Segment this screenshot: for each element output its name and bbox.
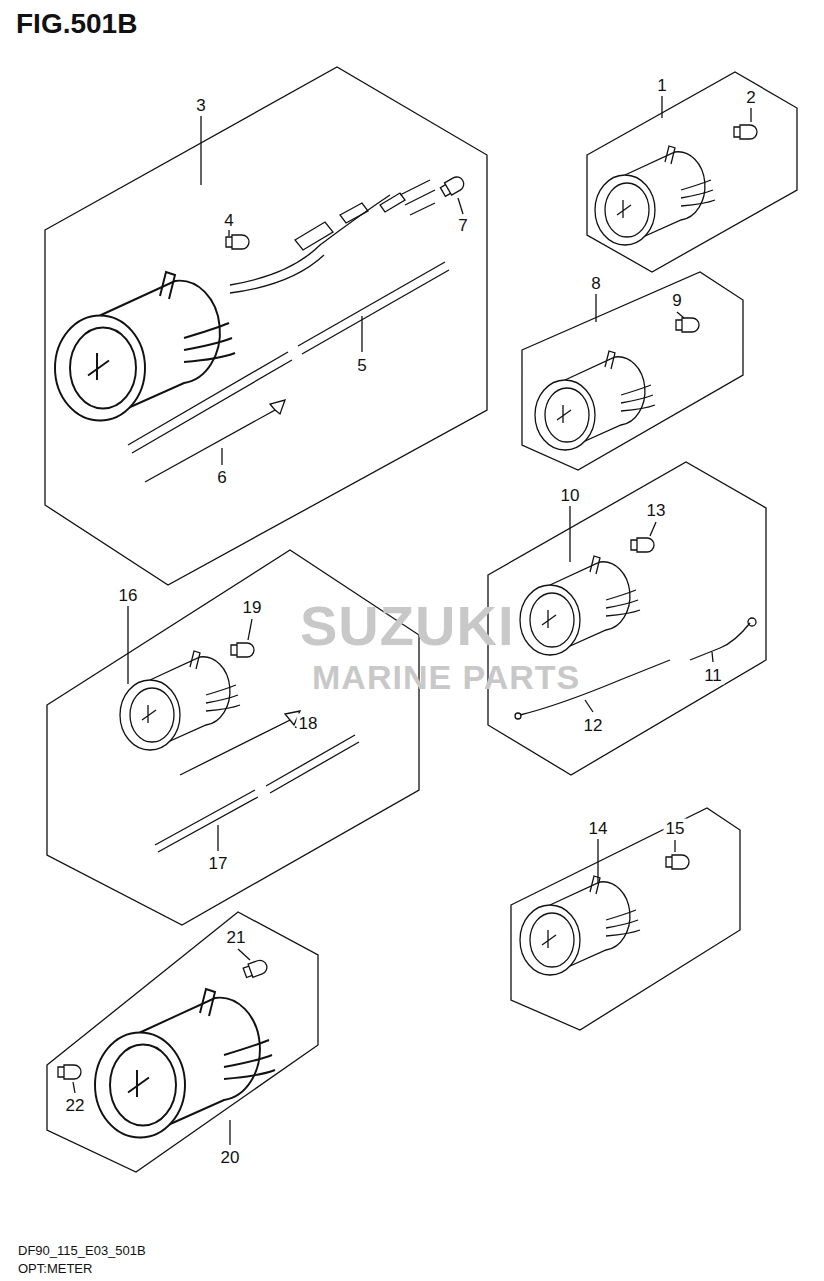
callout-number: 4 [222,211,235,230]
callout-number: 19 [241,598,264,617]
callout-number: 12 [582,716,605,735]
figure-caption: OPT:METER [18,1262,92,1275]
callout-number: 3 [194,96,207,115]
callout-number: 22 [64,1096,87,1115]
callout-number: 6 [215,468,228,487]
callout-number: 1 [655,76,668,95]
callout-number: 16 [117,586,140,605]
callout-number: 9 [670,291,683,310]
callout-number: 2 [744,88,757,107]
callout-number: 10 [559,486,582,505]
callout-number: 17 [207,854,230,873]
callout-number: 13 [645,501,668,520]
figure-title: FIG.501B [16,10,137,38]
callout-number: 11 [702,666,724,685]
callout-number: 8 [589,274,602,293]
callout-number: 15 [664,819,687,838]
drawing-code: DF90_115_E03_501B [18,1244,146,1257]
callout-number: 14 [587,819,610,838]
callout-number: 5 [355,356,368,375]
callout-number: 20 [219,1148,242,1167]
watermark: SUZUKI [300,598,514,654]
callout-number: 7 [456,216,469,235]
callout-number: 18 [297,714,320,733]
callout-number: 21 [225,928,248,947]
watermark: MARINE PARTS [312,660,580,694]
